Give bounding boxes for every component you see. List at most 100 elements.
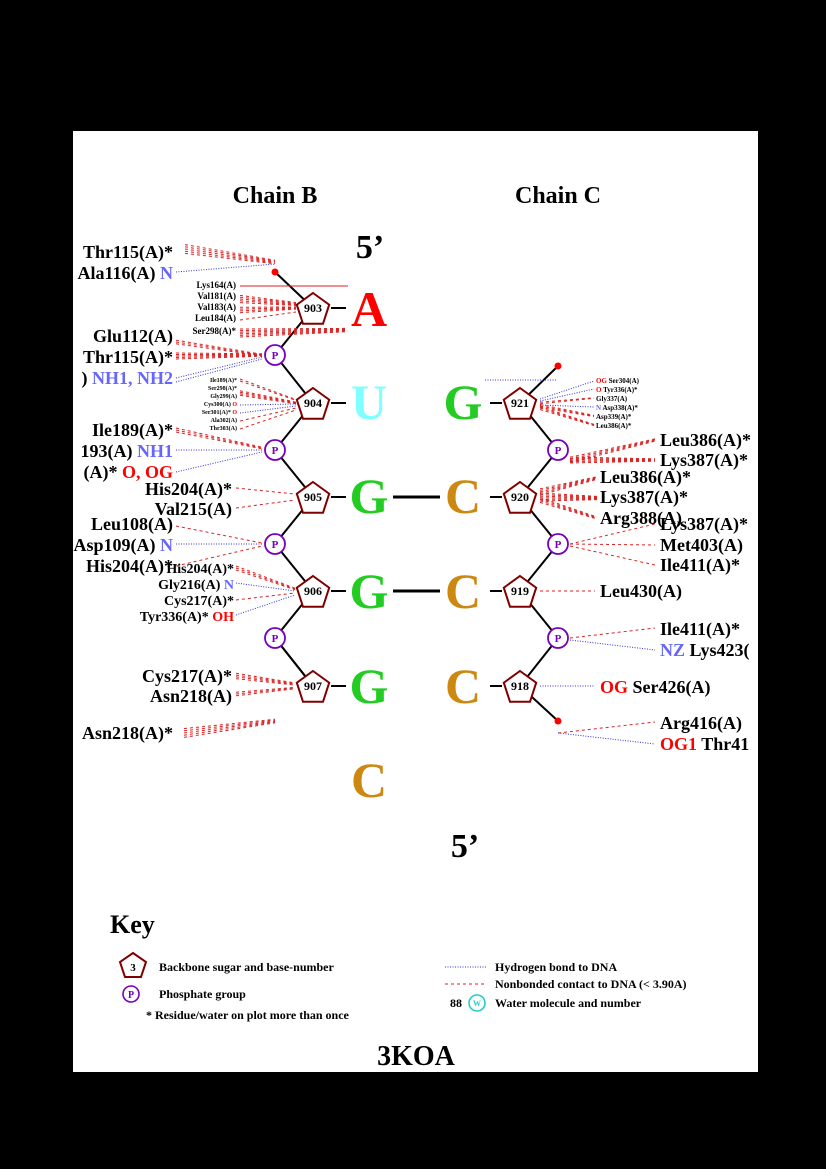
contact-thr115 (184, 250, 276, 264)
res-arg388: Arg388(A) (600, 508, 682, 529)
base-c-2: C (445, 468, 481, 524)
phosphate-b-1 (264, 344, 286, 366)
sugar-920-label: 920 (511, 490, 529, 504)
phosphate-b-2-label: P (272, 445, 279, 457)
res-leu184: Leu184(A) (195, 313, 236, 323)
phosphate-c-2 (547, 533, 569, 555)
contact-glu112 (175, 339, 263, 355)
contact-ile411a (569, 545, 656, 566)
hbond-cys300 (239, 403, 297, 406)
contact-thr115 (184, 248, 276, 263)
sugar-pentagon-c-918 (502, 669, 538, 703)
contact-arg416 (557, 721, 656, 734)
contact-leu386-tiny (539, 407, 595, 426)
res-glu112: Glu112(A) (93, 326, 173, 347)
hbond-ser301 (239, 405, 297, 414)
hbond-gly216 (235, 582, 296, 592)
hbond-thr41 (557, 732, 656, 745)
res-nh1-nh2: ) NH1, NH2 (82, 368, 174, 389)
phosphate-c-3-label: P (555, 633, 562, 645)
terminal-atom (271, 268, 279, 276)
contact-asn218 (235, 688, 296, 697)
phosphate-b-1-label: P (272, 350, 279, 362)
base-c-1: G (444, 374, 483, 430)
key: Key 3 Backbone sugar and base-number P P… (110, 910, 687, 1022)
key-hbond-text: Hydrogen bond to DNA (495, 960, 617, 974)
contact-leu386a (569, 438, 656, 458)
base-b-1: A (351, 281, 387, 337)
key-sugar-example: 3 (130, 962, 136, 974)
res-asp109: Asp109(A) N (73, 535, 173, 556)
contact-leu386b (539, 477, 598, 493)
phosphate-b-4-label: P (272, 633, 279, 645)
phosphate-b-2 (264, 439, 286, 461)
sugar-904-label: 904 (304, 396, 322, 410)
sugar-906-label: 906 (304, 584, 322, 598)
sugar-pentagon-icon (118, 951, 148, 978)
contact-his204c (235, 565, 296, 589)
contact-leu184 (239, 311, 297, 321)
contact-arg388 (539, 501, 598, 520)
res-ser304-tiny: OG Ser304(A) (596, 377, 640, 385)
res-met403: Met403(A) (660, 535, 743, 556)
res-ile411-b: Ile411(A)* (660, 619, 740, 640)
phosphate-c-2-label: P (555, 539, 562, 551)
contact-thr115 (184, 252, 276, 265)
contact-thr115 (184, 246, 276, 262)
key-water-symbol: W (473, 999, 481, 1008)
chain-b-title: Chain B (233, 183, 318, 209)
res-thr41: OG1 Thr41 (660, 734, 749, 754)
contact-his204c (235, 567, 296, 590)
res-ser301-tiny: Ser301(A)* O (202, 409, 238, 416)
res-ser298-903: Ser298(A)* (193, 326, 237, 336)
contact-leu108 (175, 525, 263, 544)
res-ser298-tiny: Ser298(A)* (208, 385, 237, 392)
contact-ser298 (239, 328, 349, 332)
res-val215: Val215(A) (155, 499, 232, 520)
key-sugar-text: Backbone sugar and base-number (159, 960, 334, 974)
hbond-nh1 (175, 356, 263, 379)
sugar-903-label: 903 (304, 301, 322, 315)
contact-glu112 (175, 343, 263, 357)
contact-thr115b (175, 352, 263, 355)
contact-arg388 (539, 498, 598, 519)
res-val181: Val181(A) (197, 291, 236, 301)
res-his204-c: His204(A)* (166, 562, 234, 577)
key-nonbond-text: Nonbonded contact to DNA (< 3.90A) (495, 977, 687, 991)
contact-ser298 (239, 329, 349, 333)
sugar-pentagon-b-905 (295, 480, 331, 514)
res-ile189: Ile189(A)* (92, 420, 173, 441)
contact-val215 (235, 499, 296, 509)
res-leu386-a: Leu386(A)* (660, 430, 751, 451)
res-gly216: Gly216(A) N (158, 578, 234, 593)
res-his204-a: His204(A)* (145, 479, 232, 500)
sugar-pentagon-b-906 (295, 574, 331, 608)
contact-asn218b (183, 721, 276, 736)
terminal-atom (554, 362, 562, 370)
contact-met403 (569, 543, 656, 546)
res-lys387-b: Lys387(A)* (600, 487, 688, 508)
res-thr303-tiny: Thr303(A) (210, 425, 237, 432)
res-val183: Val183(A) (197, 302, 236, 312)
res-leu430: Leu430(A) (600, 581, 682, 602)
contact-lys387c (569, 523, 656, 545)
contact-lys387a (569, 460, 656, 462)
contact-arg388 (539, 500, 598, 519)
contact-asp339 (539, 404, 595, 416)
contact-arg388 (539, 497, 598, 518)
contact-ile411b (569, 627, 656, 639)
contact-thr115b (175, 355, 263, 358)
contact-ser298 (239, 330, 349, 336)
res-cys300-tiny: Cys300(A) O (204, 401, 238, 408)
res-his204-b: His204(A)* (86, 556, 173, 577)
contact-thr115b (175, 354, 263, 357)
key-water-text: Water molecule and number (495, 996, 642, 1010)
contact-ile189-tiny (239, 378, 297, 401)
res-leu386-b: Leu386(A)* (600, 467, 691, 488)
base-b-5: G (350, 658, 389, 714)
contact-asn218b (183, 722, 276, 738)
res-cys217-b: Cys217(A)* (142, 666, 232, 687)
res-asp338-tiny: N Asp338(A)* (596, 404, 638, 412)
hbond-tyr336c (539, 388, 595, 402)
